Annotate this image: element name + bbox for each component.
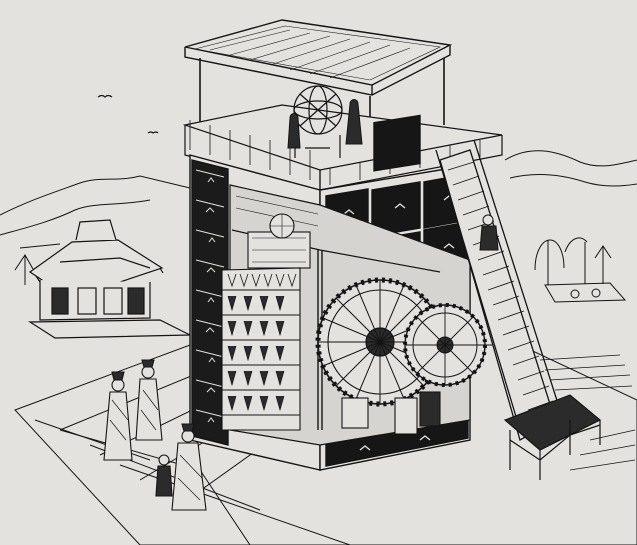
birds <box>97 94 159 134</box>
water-tanks <box>341 391 441 435</box>
tower-roof <box>184 19 453 96</box>
stair-climber <box>479 214 499 251</box>
celestial-globe-room <box>247 213 311 269</box>
top-figures <box>287 99 409 149</box>
stair-landing <box>503 394 602 480</box>
robed-figures <box>103 359 207 511</box>
yard-fence <box>544 282 627 303</box>
figure-center <box>135 359 163 441</box>
pavilion <box>27 219 191 339</box>
secondary-wheel <box>403 303 487 387</box>
ground-hatching <box>539 354 636 471</box>
figure-right <box>171 423 207 511</box>
time-announcing-tower <box>221 267 301 431</box>
figure-child <box>155 454 173 497</box>
figure-left <box>103 371 133 461</box>
trees <box>14 237 612 285</box>
